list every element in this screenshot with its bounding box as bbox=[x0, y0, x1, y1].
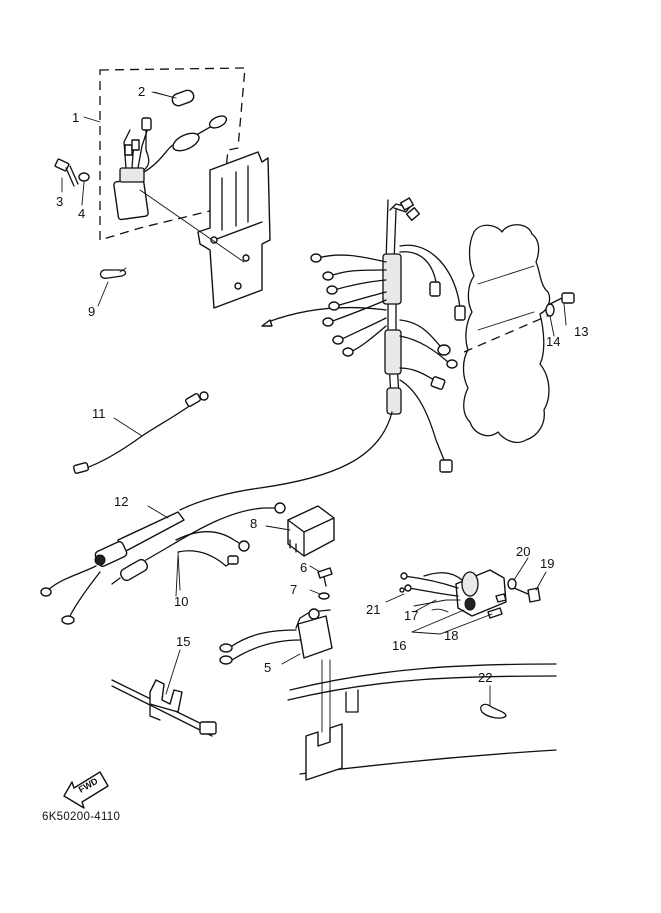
part-10-lead bbox=[111, 502, 286, 591]
rectifier-group-box bbox=[99, 67, 246, 241]
callout-20: 20 bbox=[516, 544, 530, 559]
part-16-solenoid bbox=[400, 569, 507, 617]
diagram-code: 6K50200-4110 bbox=[42, 811, 121, 823]
callout-11: 11 bbox=[92, 406, 106, 421]
part-18-screws bbox=[487, 593, 507, 619]
leader-lines bbox=[61, 91, 567, 701]
mounting-bracket bbox=[139, 151, 271, 309]
callout-8: 8 bbox=[250, 516, 257, 531]
part-22-clip bbox=[480, 699, 507, 719]
callout-7: 7 bbox=[290, 582, 297, 597]
callout-14: 14 bbox=[546, 334, 560, 349]
part-19-bolt bbox=[513, 587, 541, 603]
part-14-washer bbox=[545, 303, 555, 317]
forward-arrow: FWD bbox=[63, 771, 109, 809]
part-21-screw bbox=[399, 587, 405, 593]
part-13-bolt bbox=[549, 292, 575, 305]
callout-10: 10 bbox=[174, 594, 188, 609]
callout-labels: 1 2 3 4 5 6 7 8 9 10 11 12 13 14 15 16 1… bbox=[56, 84, 588, 685]
part-5-relay bbox=[219, 608, 333, 665]
part-9-clip bbox=[99, 267, 127, 279]
callout-12: 12 bbox=[114, 494, 128, 509]
part-20-nut bbox=[507, 578, 517, 590]
callout-15: 15 bbox=[176, 634, 190, 649]
callout-18: 18 bbox=[444, 628, 458, 643]
callout-1: 1 bbox=[72, 110, 79, 125]
callout-22: 22 bbox=[478, 670, 492, 685]
callout-6: 6 bbox=[300, 560, 307, 575]
bottom-mount-board bbox=[287, 659, 557, 781]
callout-17: 17 bbox=[404, 608, 418, 623]
callout-19: 19 bbox=[540, 556, 554, 571]
main-wire-harness bbox=[179, 197, 466, 511]
part-7-washer bbox=[318, 592, 330, 600]
callout-21: 21 bbox=[366, 602, 380, 617]
part-1-rectifier bbox=[113, 115, 228, 221]
callout-5: 5 bbox=[264, 660, 271, 675]
part-11-cable bbox=[72, 391, 209, 474]
part-3-bolt bbox=[54, 158, 79, 187]
engine-block-outline bbox=[462, 224, 553, 444]
part-6-bolt bbox=[317, 567, 333, 587]
callout-3: 3 bbox=[56, 194, 63, 209]
part-15-holder bbox=[111, 679, 217, 737]
part-4-washer bbox=[78, 172, 90, 182]
callout-4: 4 bbox=[78, 206, 85, 221]
callout-13: 13 bbox=[574, 324, 588, 339]
part-8-cover bbox=[287, 505, 335, 557]
callout-16: 16 bbox=[392, 638, 406, 653]
callout-9: 9 bbox=[88, 304, 95, 319]
callout-2: 2 bbox=[138, 84, 145, 99]
part-12-assembly bbox=[40, 511, 185, 625]
